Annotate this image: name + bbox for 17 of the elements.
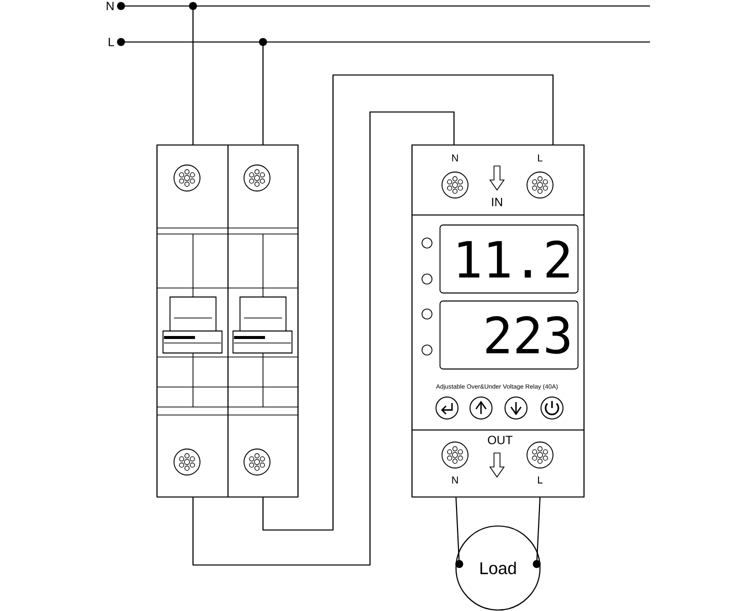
terminal-label: L (538, 476, 542, 484)
wire (532, 498, 541, 568)
digital-display: 11.2 (440, 224, 578, 294)
wire (455, 498, 464, 568)
wire (117, 38, 264, 144)
wire (262, 74, 554, 531)
circuit-breaker-drawing (156, 144, 299, 498)
terminal-label: N (106, 2, 114, 10)
terminal-label: L (108, 38, 114, 46)
wire (192, 111, 455, 566)
terminal-label: N (452, 476, 458, 484)
terminal-label: L (538, 154, 542, 162)
terminal-label: N (452, 154, 458, 162)
digital-display: 223 (440, 300, 578, 370)
terminal-label: OUT (488, 436, 512, 444)
terminal-label: IN (492, 198, 502, 206)
wire (117, 2, 194, 144)
